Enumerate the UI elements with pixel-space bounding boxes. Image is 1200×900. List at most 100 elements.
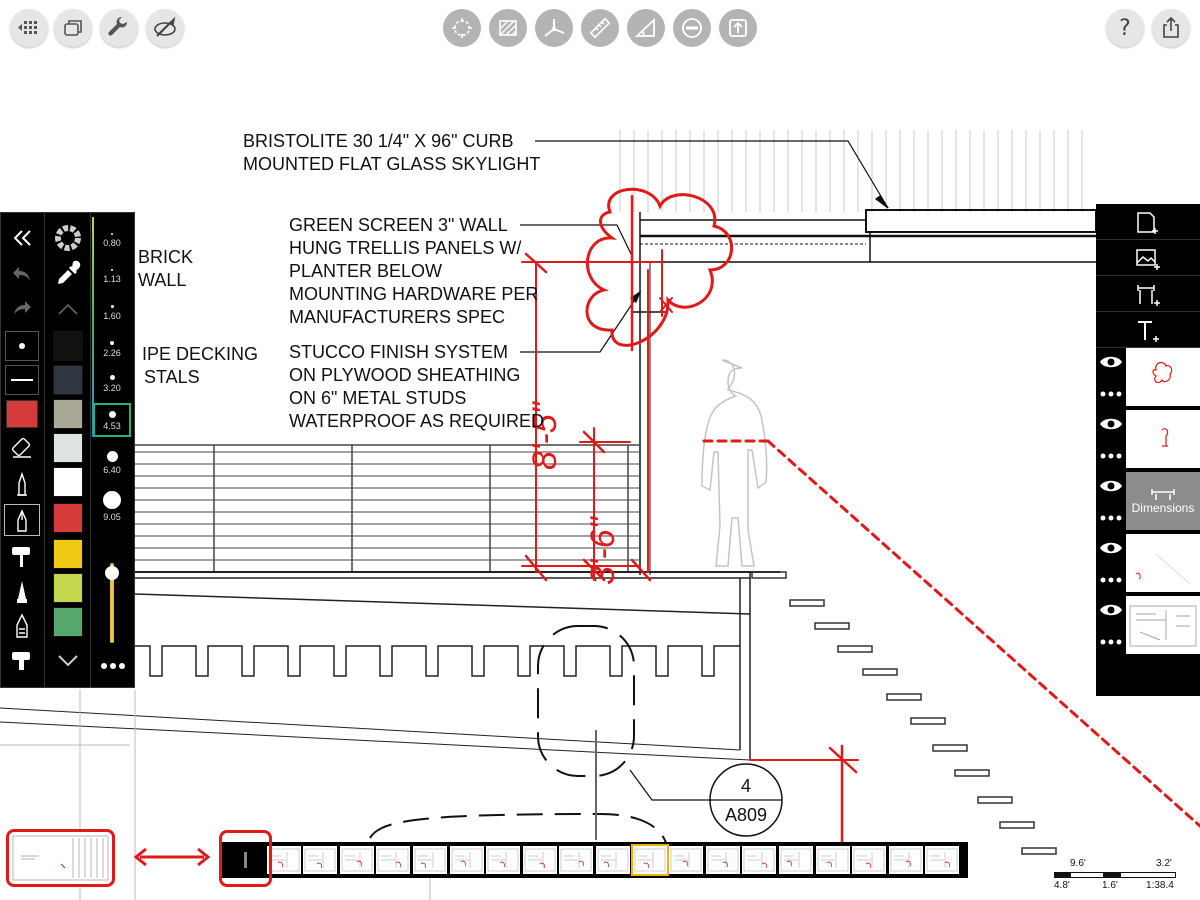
ruler-tool-button[interactable] (581, 9, 619, 47)
color-swatch-lime[interactable] (53, 573, 83, 603)
sheet-thumbnail[interactable] (888, 846, 923, 874)
color-swatch-yellow[interactable] (53, 539, 83, 569)
sheet-thumbnail[interactable] (925, 846, 960, 874)
redo-button[interactable] (5, 293, 39, 323)
sheet-thumbnail[interactable] (376, 846, 411, 874)
fineliner-tool-button[interactable] (4, 504, 40, 536)
sheet-thumbnail[interactable] (413, 846, 447, 874)
color-swatch-green[interactable] (53, 607, 83, 637)
current-sheet-thumbnail[interactable] (6, 829, 115, 887)
markup-mode-button[interactable] (146, 9, 184, 47)
layer-row-1[interactable] (1096, 408, 1200, 470)
layer-thumbnail[interactable] (1126, 596, 1200, 654)
revision-cloud[interactable] (585, 187, 733, 347)
layer-thumbnail[interactable] (1126, 410, 1200, 468)
sheet-thumbnail[interactable] (486, 846, 521, 874)
visibility-eye-icon[interactable] (1098, 412, 1124, 436)
sheet-thumbnail[interactable] (303, 846, 338, 874)
brush-size-7[interactable]: 9.05 (93, 491, 131, 522)
brush-size-0[interactable]: 0.80 (93, 233, 131, 248)
layer-row-4[interactable] (1096, 594, 1200, 656)
opacity-slider[interactable] (105, 557, 119, 647)
sheet-thumbnail[interactable] (230, 846, 264, 874)
color-swatch-black[interactable] (53, 331, 83, 361)
brush-size-5[interactable]: 4.53 (93, 403, 131, 437)
current-color-button[interactable] (5, 399, 39, 429)
sheet-thumbnail[interactable] (742, 846, 777, 874)
axis-tool-button[interactable] (535, 9, 573, 47)
sheet-thumbnail[interactable] (596, 846, 630, 874)
palette-more-button[interactable] (97, 657, 129, 675)
layer-more-icon[interactable] (1098, 572, 1124, 588)
add-dimension-button[interactable] (1096, 278, 1200, 312)
layer-more-icon[interactable] (1098, 510, 1124, 526)
brush-size-6[interactable]: 6.40 (93, 451, 131, 475)
layer-more-icon[interactable] (1098, 634, 1124, 650)
color-swatch-red[interactable] (53, 503, 83, 533)
lasso-tool-button[interactable] (443, 9, 481, 47)
line-style-button[interactable] (5, 365, 39, 395)
sheet-thumbnail[interactable] (852, 846, 887, 874)
layer-row-3[interactable] (1096, 532, 1200, 594)
markup-annotations[interactable] (521, 187, 1200, 847)
sheet-thumbnail[interactable] (559, 846, 594, 874)
eyedropper-button[interactable] (53, 259, 83, 289)
sheet-thumbnail[interactable] (630, 844, 669, 876)
layer-thumbnail[interactable] (1126, 348, 1200, 406)
visibility-eye-icon[interactable] (1098, 536, 1124, 560)
brush-size-3[interactable]: 2.26 (93, 341, 131, 358)
layer-more-icon[interactable] (1098, 386, 1124, 402)
highlighter-tool-button[interactable] (5, 645, 39, 675)
thumbnails-grid-button[interactable] (10, 9, 48, 47)
eraser-tool-button[interactable] (5, 433, 39, 463)
brush-size-1[interactable]: 1.13 (93, 269, 131, 284)
opacity-slider-knob[interactable] (105, 566, 119, 580)
sheet-thumbnail[interactable] (339, 846, 374, 874)
sheet-thumbnail[interactable] (266, 846, 301, 874)
undo-button[interactable] (5, 259, 39, 289)
color-swatch-light-gray[interactable] (53, 433, 83, 463)
handwritten-dim-2[interactable]: 3'-6" (584, 515, 622, 585)
add-image-button[interactable] (1096, 242, 1200, 276)
upload-tool-button[interactable] (719, 9, 757, 47)
sheet-thumbnail[interactable] (815, 846, 850, 874)
visibility-eye-icon[interactable] (1098, 474, 1124, 498)
layer-row-2[interactable]: Dimensions (1096, 470, 1200, 532)
layer-thumbnail-dimensions[interactable]: Dimensions (1126, 472, 1200, 530)
collapse-palette-button[interactable] (5, 223, 39, 253)
roller-tool-button[interactable] (5, 541, 39, 571)
color-wheel-button[interactable] (53, 223, 83, 253)
point-brush-button[interactable] (5, 331, 39, 361)
sheet-strip[interactable] (222, 842, 968, 878)
visibility-eye-icon[interactable] (1098, 350, 1124, 374)
settings-button[interactable] (100, 9, 138, 47)
hatch-tool-button[interactable] (489, 9, 527, 47)
color-swatch-white[interactable] (53, 467, 83, 497)
visibility-eye-icon[interactable] (1098, 598, 1124, 622)
brush-size-4[interactable]: 3.20 (93, 375, 131, 393)
add-page-button[interactable] (1096, 206, 1200, 240)
add-text-button[interactable] (1096, 314, 1200, 348)
sheet-thumbnail[interactable] (705, 846, 740, 874)
sheet-thumbnail[interactable] (449, 846, 484, 874)
sheet-thumbnail[interactable] (779, 846, 813, 874)
layer-thumbnail[interactable] (1126, 534, 1200, 592)
angle-tool-button[interactable] (627, 9, 665, 47)
color-swatch-charcoal[interactable] (53, 365, 83, 395)
pages-button[interactable] (54, 9, 92, 47)
handwritten-dim-1[interactable]: 8'-5" (526, 400, 564, 470)
color-swatch-khaki[interactable] (53, 399, 83, 429)
layer-more-icon[interactable] (1098, 448, 1124, 464)
sheet-thumbnail[interactable] (522, 846, 557, 874)
help-button[interactable]: ? (1106, 9, 1144, 47)
colors-scroll-down[interactable] (53, 649, 83, 673)
brush-size-2[interactable]: 1.60 (93, 305, 131, 321)
colors-scroll-up[interactable] (53, 297, 83, 321)
marker-tool-button[interactable] (5, 611, 39, 641)
sheet-thumbnail[interactable] (669, 846, 704, 874)
pen-tool-button[interactable] (5, 469, 39, 499)
layer-row-0[interactable] (1096, 346, 1200, 408)
pencil-tool-button[interactable] (5, 577, 39, 607)
subtract-tool-button[interactable] (673, 9, 711, 47)
